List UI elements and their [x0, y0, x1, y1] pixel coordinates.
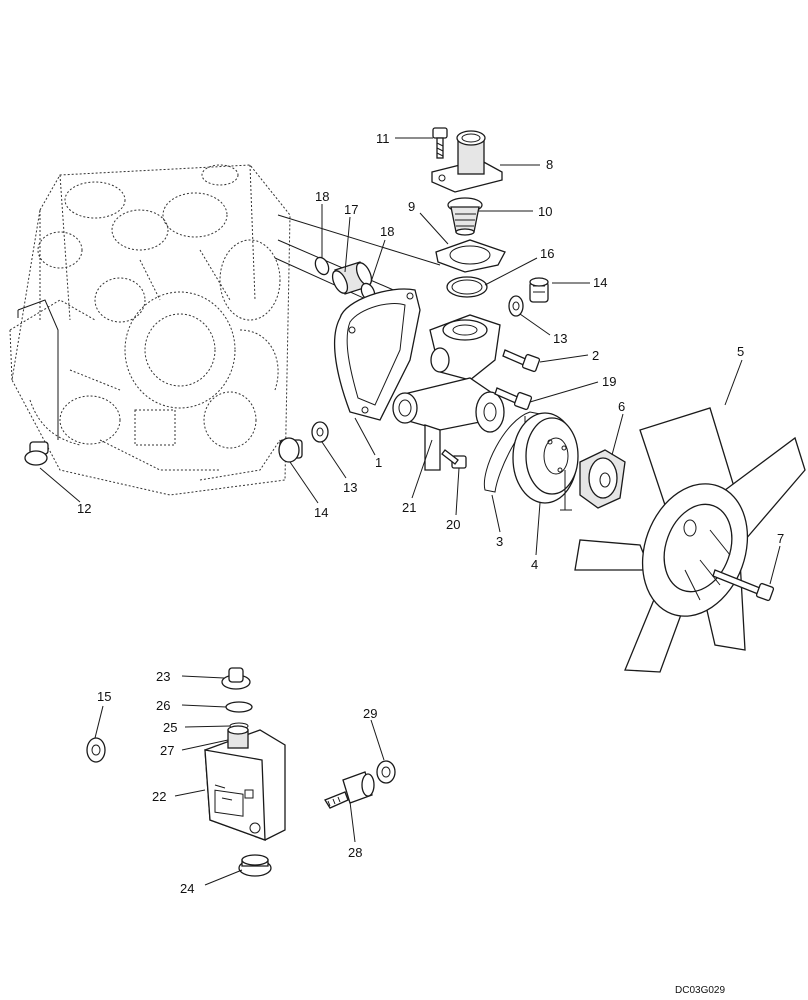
bolt-2 [502, 349, 541, 373]
callout-23: 23 [156, 669, 170, 684]
washer-29 [376, 760, 396, 784]
callout-24: 24 [180, 881, 194, 896]
callout-13-lower: 13 [343, 480, 357, 495]
callout-17: 17 [344, 202, 358, 217]
callout-10: 10 [538, 204, 552, 219]
callout-22: 22 [152, 789, 166, 804]
fan-pulley [512, 412, 579, 511]
callout-2: 2 [592, 348, 599, 363]
callout-18-left: 18 [315, 189, 329, 204]
cap-gasket-26 [225, 701, 253, 713]
temperature-sensor [324, 771, 375, 809]
callout-27: 27 [160, 743, 174, 758]
callout-19: 19 [602, 374, 616, 389]
bypass-pipe-assembly [314, 256, 376, 302]
callout-13-upper: 13 [553, 331, 567, 346]
leader-lines [39, 137, 781, 886]
callout-7: 7 [777, 531, 784, 546]
callout-12: 12 [77, 501, 91, 516]
callout-8: 8 [546, 157, 553, 172]
callout-14-lower: 14 [314, 505, 328, 520]
washer-15 [86, 737, 106, 763]
gasket-9 [435, 239, 506, 273]
callout-1: 1 [375, 455, 382, 470]
callout-28: 28 [348, 845, 362, 860]
reservoir-cap [221, 667, 251, 690]
plug-14-lower [278, 437, 303, 463]
fan-spacer [579, 449, 626, 509]
o-ring-16 [446, 276, 488, 298]
tank-foot [238, 854, 272, 877]
thermostat-cover [431, 130, 503, 193]
engine-block-outline [9, 164, 291, 496]
bolt-11 [432, 127, 448, 159]
drain-plug [24, 441, 49, 466]
callout-11: 11 [376, 131, 390, 146]
callout-14-upper: 14 [593, 275, 607, 290]
callout-18-right: 18 [380, 224, 394, 239]
callout-3: 3 [496, 534, 503, 549]
plug-14-upper [529, 277, 549, 303]
callout-25: 25 [163, 720, 177, 735]
water-pump-body [392, 314, 505, 471]
figure-code: DC03G029 [675, 985, 725, 996]
callout-26: 26 [156, 698, 170, 713]
bolt-20 [441, 449, 467, 469]
callout-6: 6 [618, 399, 625, 414]
callout-15: 15 [97, 689, 111, 704]
callout-4: 4 [531, 557, 538, 572]
bolt-19 [494, 387, 533, 411]
callout-16: 16 [540, 246, 554, 261]
callout-9: 9 [408, 199, 415, 214]
callout-21: 21 [402, 500, 416, 515]
thermostat [447, 197, 483, 236]
callout-5: 5 [737, 344, 744, 359]
washer-13-lower [311, 421, 329, 443]
cooling-fan [574, 407, 806, 673]
callout-20: 20 [446, 517, 460, 532]
callout-29: 29 [363, 706, 377, 721]
callout-labels: 11 8 9 10 16 14 13 2 19 18 17 18 1 14 13… [77, 131, 784, 896]
water-pump-gasket [334, 288, 421, 421]
washer-13-upper [508, 295, 524, 317]
fan-bolt-7 [712, 569, 775, 602]
recovery-tank [204, 725, 286, 841]
dipstick-line [17, 299, 59, 440]
